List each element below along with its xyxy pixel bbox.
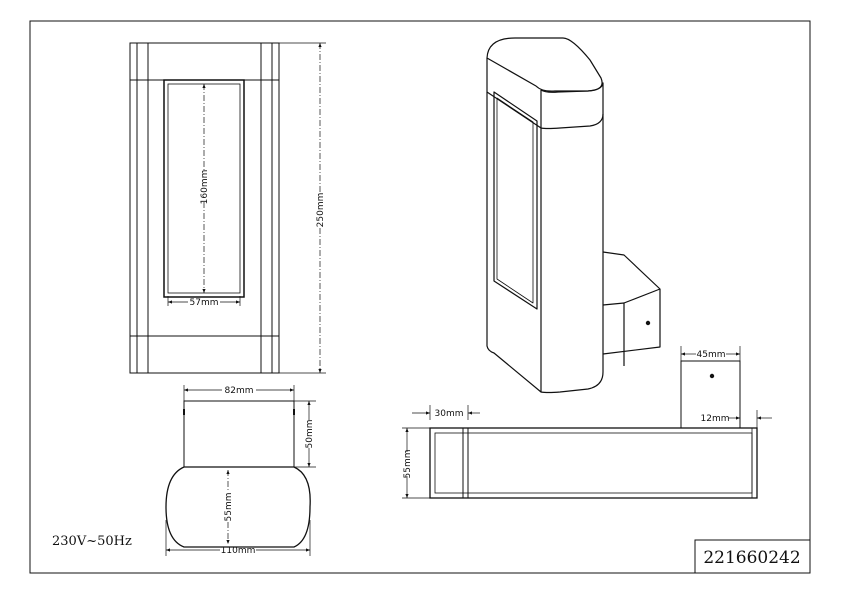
part-number: 221660242: [703, 548, 800, 568]
top-body-width-label: 110mm: [221, 546, 256, 556]
front-dimensions: [167, 42, 326, 374]
front-window-width-label: 57mm: [190, 298, 219, 308]
side-bracket-screw: [709, 373, 715, 379]
side-bracket-offset-label: 12mm: [701, 414, 730, 424]
top-bracket-depth-label: 50mm: [305, 420, 315, 449]
isometric-view: [486, 37, 661, 394]
side-height-label: 55mm: [403, 450, 413, 479]
drawing-frame: [29, 20, 811, 574]
top-bracket-width-label: 82mm: [225, 386, 254, 396]
part-number-box: [694, 539, 811, 574]
top-body-depth-label: 55mm: [224, 493, 234, 522]
front-window-height-label: 160mm: [200, 170, 210, 205]
front-view: [129, 42, 280, 374]
front-total-height-label: 250mm: [316, 193, 326, 228]
side-bracket-width-label: 45mm: [697, 350, 726, 360]
top-dimensions: [165, 385, 316, 556]
side-view: [429, 360, 758, 499]
iso-bracket-screw: [645, 320, 651, 326]
side-dimensions: [402, 346, 772, 499]
voltage-label: 230V~50Hz: [52, 534, 132, 549]
side-end-width-label: 30mm: [435, 409, 464, 419]
top-view: [165, 400, 311, 548]
